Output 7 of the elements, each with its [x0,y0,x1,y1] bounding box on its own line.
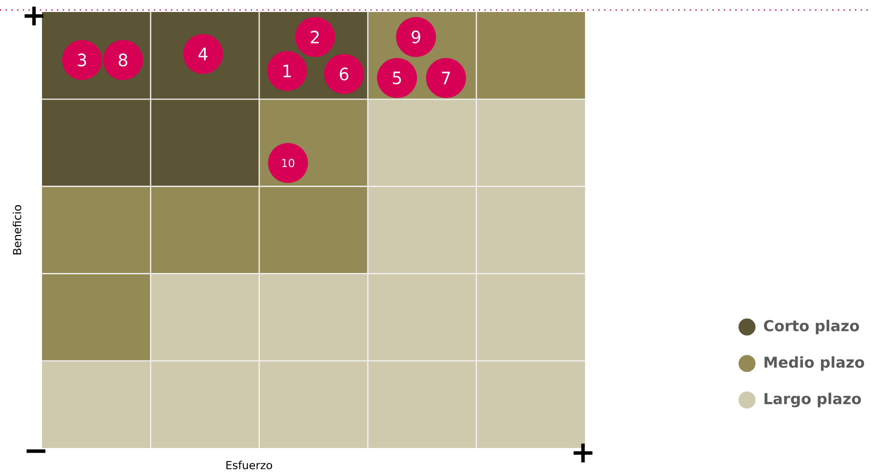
legend-label: Medio plazo [764,356,864,371]
legend-label: Corto plazo [764,320,860,334]
minus-sign: − [26,449,46,453]
legend-label: Largo plazo [764,392,861,408]
plus-sign: + [574,444,592,462]
axis-title: Esfuerzo [226,460,272,470]
axis-title: Beneficio [12,205,22,254]
